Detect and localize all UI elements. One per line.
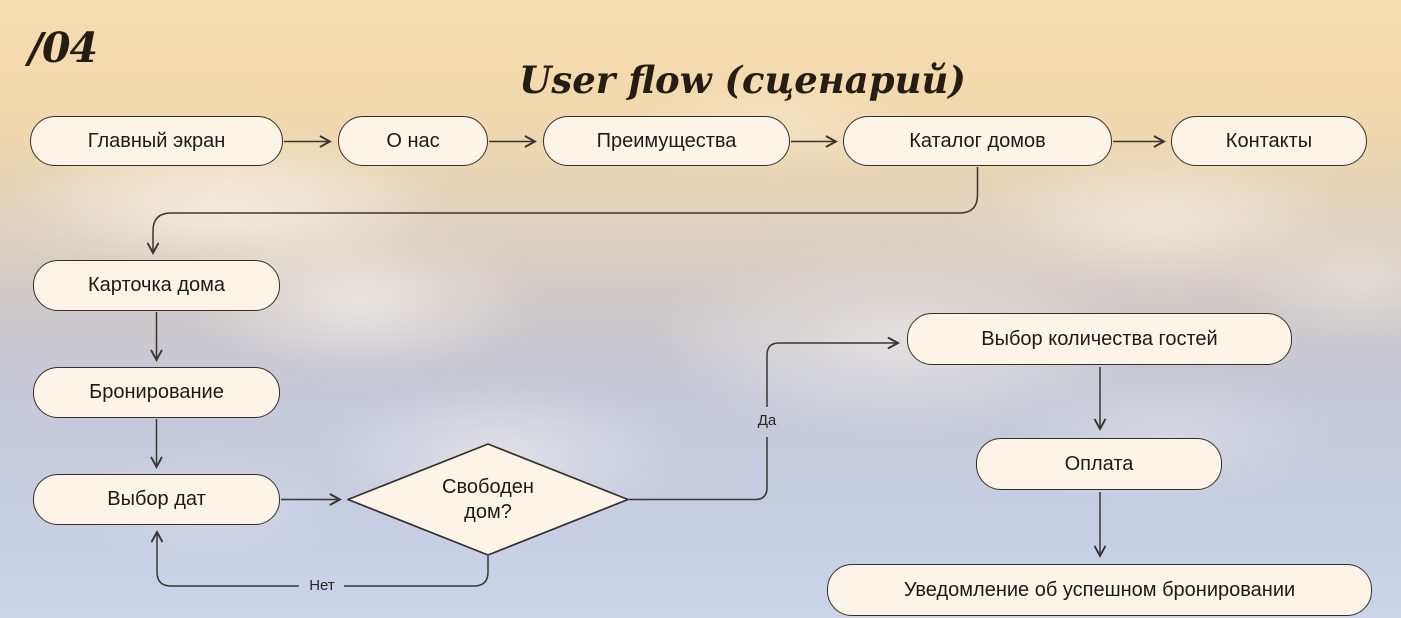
flow-node-label: Бронирование	[89, 381, 224, 403]
flow-node-label: Каталог домов	[909, 129, 1046, 152]
flow-node-label: Карточка дома	[87, 274, 226, 296]
flow-node-label: Главный экран	[87, 129, 226, 152]
edge-label-yes: Да	[757, 412, 777, 429]
edge-label-no: Нет	[309, 577, 335, 594]
flow-node-label: Свободен дом?	[442, 476, 534, 523]
flow-node-guest-count: Выбор количества гостей	[907, 313, 1292, 365]
decision-diamond-shape	[347, 443, 629, 556]
flow-node-booking: Бронирование	[33, 367, 280, 418]
slide-number: /04	[28, 24, 98, 72]
connector-catalog-to-house-card	[146, 167, 979, 255]
flow-node-house-card: Карточка дома	[33, 260, 280, 311]
connector-decision-yes-upper	[766, 336, 900, 407]
flow-node-about: О нас	[338, 116, 488, 166]
flow-node-label: О нас	[386, 129, 440, 152]
connector-decision-no-right	[344, 556, 489, 587]
flow-node-payment: Оплата	[976, 438, 1222, 490]
flow-node-label: Уведомление об успешном бронировании	[903, 578, 1296, 601]
flow-node-label: Выбор дат	[107, 488, 206, 510]
flow-node-success-notification: Уведомление об успешном бронировании	[827, 564, 1372, 616]
flow-node-label: Контакты	[1225, 129, 1313, 152]
page-title: User flow (сценарий)	[519, 57, 966, 102]
connector-decision-no-left	[150, 530, 299, 587]
flow-node-main-screen: Главный экран	[30, 116, 283, 166]
flow-node-advantages: Преимущества	[543, 116, 790, 166]
connector-decision-yes-lower	[629, 437, 768, 501]
decision-node-label: Свободен дом?	[418, 473, 558, 527]
flow-node-contacts: Контакты	[1171, 116, 1367, 166]
flow-node-label: Выбор количества гостей	[981, 327, 1218, 350]
flow-node-label: Оплата	[1064, 452, 1134, 475]
flow-node-label: Преимущества	[596, 129, 737, 152]
flow-node-date-selection: Выбор дат	[33, 474, 280, 525]
flow-node-house-catalog: Каталог домов	[843, 116, 1112, 166]
